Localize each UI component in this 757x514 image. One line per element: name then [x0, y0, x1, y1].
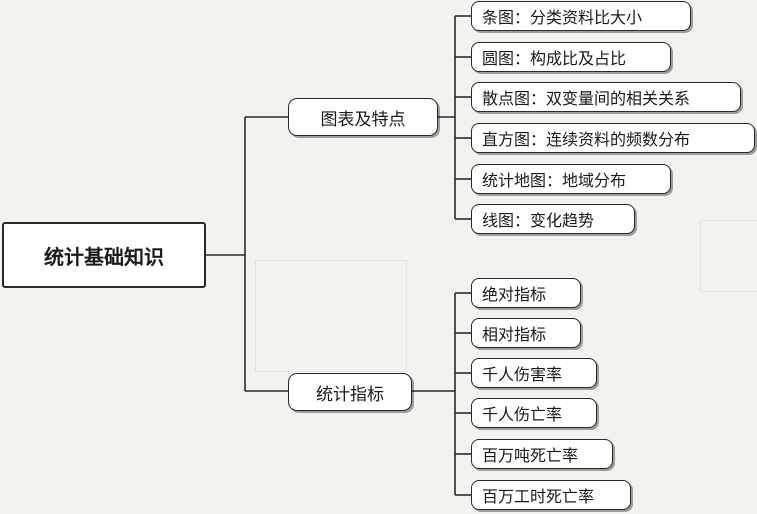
leaf-label: 相对指标 [482, 325, 547, 344]
leaf-node: 线图：变化趋势 [471, 204, 635, 234]
leaf-label: 绝对指标 [482, 285, 547, 304]
leaf-node: 散点图：双变量间的相关关系 [471, 82, 741, 112]
leaf-node: 百万吨死亡率 [471, 439, 613, 469]
leaf-label: 圆图：构成比及占比 [482, 49, 627, 68]
leaf-node: 统计地图：地域分布 [471, 164, 671, 194]
leaf-node: 直方图：连续资料的频数分布 [471, 123, 755, 153]
leaf-node: 千人伤亡率 [471, 398, 597, 428]
leaf-label: 千人伤害率 [482, 365, 563, 384]
branch-label: 图表及特点 [320, 109, 406, 130]
background-texture-box [700, 220, 757, 292]
leaf-node: 绝对指标 [471, 278, 581, 308]
leaf-label: 千人伤亡率 [482, 405, 563, 424]
leaf-label: 百万工时死亡率 [482, 487, 595, 506]
root-label: 统计基础知识 [44, 244, 164, 269]
leaf-label: 统计地图：地域分布 [482, 171, 627, 190]
leaf-label: 百万吨死亡率 [482, 446, 579, 465]
leaf-node: 百万工时死亡率 [471, 480, 631, 510]
leaf-node: 圆图：构成比及占比 [471, 42, 671, 72]
root-node: 统计基础知识 [2, 222, 206, 288]
leaf-label: 线图：变化趋势 [482, 211, 595, 230]
leaf-node: 千人伤害率 [471, 358, 597, 388]
branch-label: 统计指标 [316, 384, 384, 405]
branch-node-charts: 图表及特点 [288, 98, 438, 136]
leaf-node: 条图：分类资料比大小 [471, 1, 691, 31]
branch-node-indicators: 统计指标 [288, 373, 412, 411]
background-texture-box [255, 260, 407, 372]
leaf-label: 直方图：连续资料的频数分布 [482, 130, 691, 149]
leaf-label: 条图：分类资料比大小 [482, 8, 643, 27]
leaf-label: 散点图：双变量间的相关关系 [482, 89, 691, 108]
leaf-node: 相对指标 [471, 318, 581, 348]
